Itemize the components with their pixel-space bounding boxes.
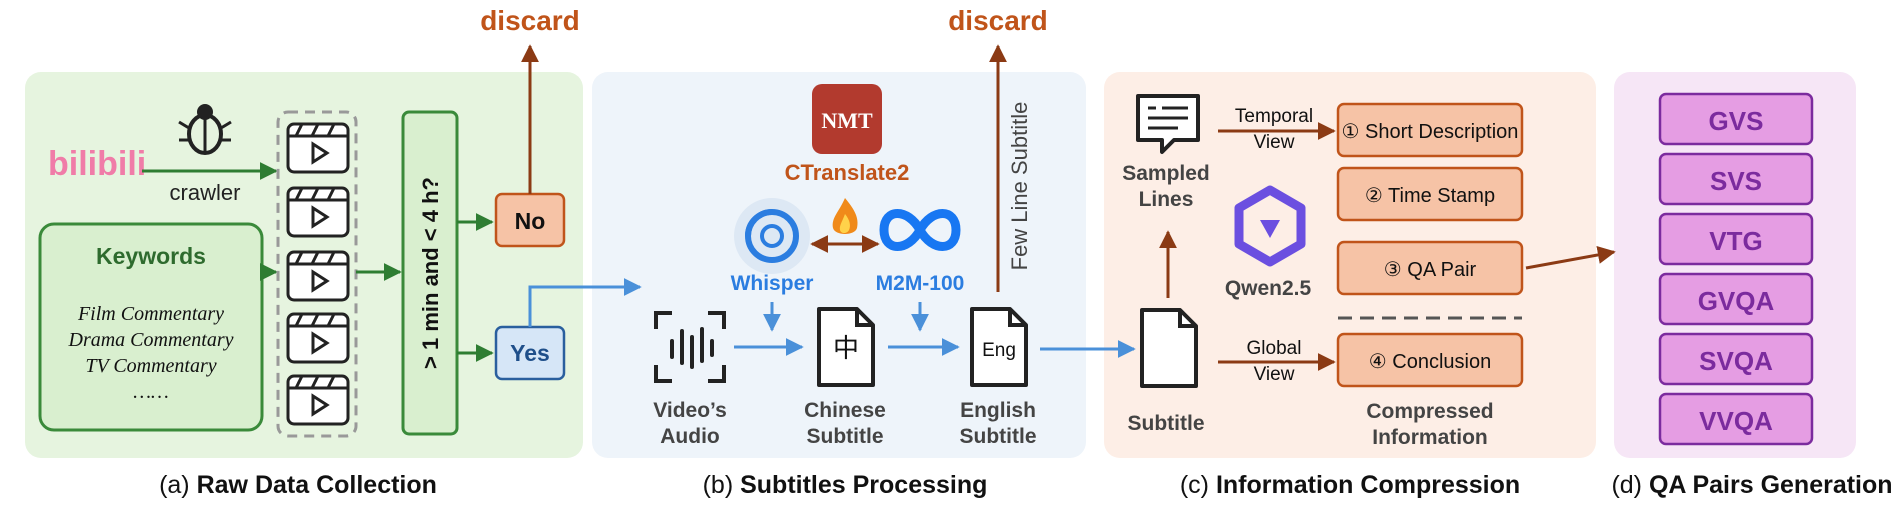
svg-text:Eng: Eng: [982, 340, 1016, 361]
compressed-label-2: Information: [1372, 426, 1488, 449]
temporal-label-2: View: [1254, 132, 1295, 153]
task-svs-label: SVS: [1710, 166, 1762, 196]
duration-filter-box: [401, 110, 459, 436]
english-label-2: Subtitle: [960, 425, 1037, 448]
chinese-label-2: Subtitle: [807, 425, 884, 448]
video-icons: [286, 122, 350, 426]
m2m-label: M2M-100: [876, 272, 965, 295]
video-icon: [286, 374, 350, 426]
item-time-stamp: [1336, 166, 1524, 222]
crawler-label: crawler: [170, 180, 241, 205]
task-vtg-label: VTG: [1709, 226, 1762, 256]
item-time-stamp-label: ② Time Stamp: [1365, 185, 1495, 207]
video-stack-border: [276, 110, 358, 438]
audio-label-2: Audio: [660, 425, 719, 448]
item-conclusion-label: ④ Conclusion: [1369, 351, 1491, 373]
keyword-tv: TV Commentary: [85, 355, 216, 377]
subtitle-doc-icon: [1140, 308, 1198, 388]
english-label-1: English: [960, 399, 1036, 422]
chinese-label-1: Chinese: [804, 399, 886, 422]
keywords-box: [38, 222, 264, 432]
svg-text:NMT: NMT: [821, 108, 873, 133]
video-icon: [286, 312, 350, 364]
task-vvqa: [1658, 392, 1814, 446]
english-doc-icon: Eng: [970, 307, 1028, 387]
bug-icon: [178, 104, 232, 155]
task-gvqa-label: GVQA: [1698, 286, 1775, 316]
task-vvqa-label: VVQA: [1699, 406, 1773, 436]
whisper-icon: [734, 198, 810, 274]
whisper-label: Whisper: [731, 272, 814, 295]
yes-label: Yes: [510, 340, 550, 366]
discard-label-b: discard: [948, 5, 1048, 36]
task-vtg: [1658, 212, 1814, 266]
item-short-description-label: ① Short Description: [1342, 121, 1519, 143]
chinese-doc-icon: 中: [817, 307, 875, 387]
keyword-ellipsis: ……: [133, 381, 169, 403]
task-gvs-label: GVS: [1709, 106, 1764, 136]
qa-task-list: GVS SVS VTG GVQA SVQA VVQA: [1658, 92, 1814, 446]
task-svs: [1658, 152, 1814, 206]
nmt-logo: NMT: [812, 84, 882, 154]
task-gvs: [1658, 92, 1814, 146]
audio-waveform-icon: [654, 311, 726, 383]
qwen-label: Qwen2.5: [1225, 277, 1312, 300]
item-qa-pair: [1336, 240, 1524, 296]
global-label-1: Global: [1247, 338, 1302, 359]
qwen-icon: [1234, 185, 1306, 267]
caption-b: (b) Subtitles Processing: [703, 471, 988, 499]
keyword-drama: Drama Commentary: [68, 329, 234, 351]
few-line-subtitle-label: Few Line Subtitle: [1007, 102, 1032, 271]
meta-infinity-icon: [879, 209, 961, 251]
caption-a: (a) Raw Data Collection: [159, 471, 437, 499]
temporal-label-1: Temporal: [1235, 106, 1313, 127]
bilibili-logo: bilibili: [48, 145, 146, 183]
keywords-title: Keywords: [96, 243, 206, 269]
video-icon: [286, 250, 350, 302]
audio-label-1: Video’s: [653, 399, 727, 422]
keyword-film: Film Commentary: [77, 303, 224, 325]
task-svqa: [1658, 332, 1814, 386]
global-label-2: View: [1254, 364, 1295, 385]
duration-filter-label: > 1 min and < 4 h?: [418, 177, 443, 369]
sampled-label-2: Lines: [1139, 188, 1194, 211]
task-svqa-label: SVQA: [1699, 346, 1773, 376]
compressed-label-1: Compressed: [1366, 400, 1493, 423]
panel-b-background: [592, 72, 1086, 458]
svg-text:bilibili: bilibili: [48, 145, 146, 183]
no-label: No: [515, 208, 546, 234]
caption-d: (d) QA Pairs Generation: [1611, 471, 1892, 499]
fire-icon: [832, 198, 858, 234]
sampled-label-1: Sampled: [1122, 162, 1210, 185]
caption-c: (c) Information Compression: [1180, 471, 1520, 499]
compressed-items: ① Short Description ② Time Stamp ③ QA Pa…: [1336, 102, 1524, 388]
yes-to-processing-arrow: [528, 278, 642, 327]
subtitle-label: Subtitle: [1128, 412, 1205, 435]
video-icon: [286, 122, 350, 174]
item-qa-pair-label: ③ QA Pair: [1384, 259, 1477, 281]
item-conclusion: [1336, 332, 1524, 388]
svg-text:中: 中: [833, 333, 859, 363]
discard-label-a: discard: [480, 5, 580, 36]
video-icon: [286, 186, 350, 238]
task-gvqa: [1658, 272, 1814, 326]
compression-to-qa-arrow: [1525, 246, 1616, 270]
ctranslate-label: CTranslate2: [785, 160, 910, 185]
item-short-description: [1336, 102, 1524, 158]
sampled-lines-icon: [1136, 94, 1200, 154]
